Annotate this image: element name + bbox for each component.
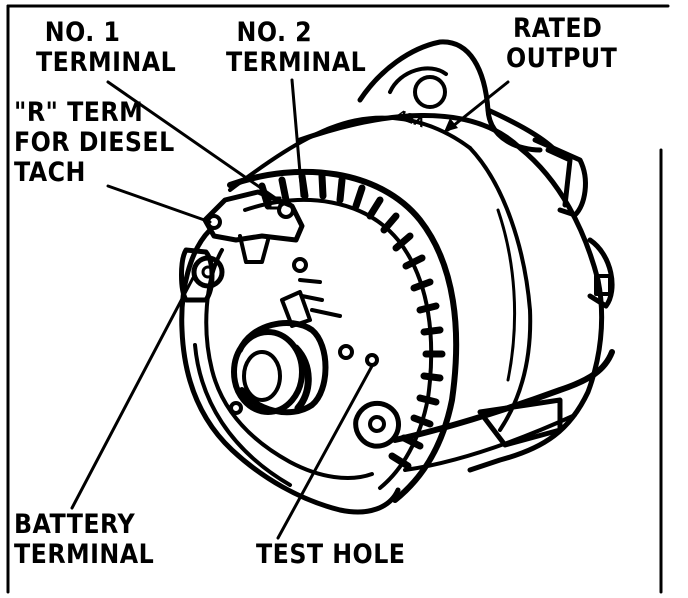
label-battery-line2: TERMINAL	[14, 539, 155, 570]
housing-seam-2	[496, 208, 517, 382]
lower-mount-boss	[353, 401, 401, 449]
terminal-block	[202, 189, 305, 243]
vent-slots	[258, 172, 446, 470]
housing-bottom-band	[392, 349, 615, 443]
label-no2-line1: NO. 2	[236, 17, 313, 48]
bearing-boss-inner	[242, 350, 282, 402]
label-no1-line2: TERMINAL	[36, 47, 177, 78]
frame-screw-3	[229, 401, 243, 415]
label-rated-output: RATED OUTPUT	[506, 14, 617, 74]
diode-marks	[298, 278, 342, 318]
rated-output-arrowhead	[444, 118, 458, 132]
boss-shading	[292, 344, 312, 412]
leader-lines	[70, 78, 510, 540]
housing-seam	[468, 146, 533, 432]
terminal-connector	[238, 234, 270, 264]
frame-screw-1	[292, 257, 308, 273]
housing-top-line	[228, 115, 472, 192]
label-no2-terminal: NO. 2 TERMINAL	[226, 18, 366, 78]
rating-stamp: 42A	[395, 108, 427, 132]
no1-terminal-stud	[277, 201, 295, 219]
ear-right-shade	[545, 147, 573, 208]
label-no1-line1: NO. 1	[44, 17, 121, 48]
bottom-foot	[477, 397, 563, 448]
end-frame-inner	[204, 248, 374, 480]
label-r-term-line1: "R" TERM	[14, 97, 144, 128]
mounting-ear-top	[357, 39, 543, 153]
frame-lug	[280, 290, 312, 328]
mounting-ear-right	[532, 137, 588, 218]
ear-bolt-hole	[413, 75, 447, 109]
label-test-hole: TEST HOLE	[256, 539, 406, 570]
stator-ring	[227, 168, 460, 503]
ear-inner	[388, 66, 448, 94]
label-rated-line2: OUTPUT	[506, 43, 618, 74]
battery-terminal-hole	[201, 265, 215, 279]
bearing-boss	[231, 329, 305, 415]
rear-housing	[297, 113, 605, 473]
label-battery-line1: BATTERY	[14, 509, 136, 540]
label-r-term-line3: TACH	[14, 157, 86, 188]
label-r-term: "R" TERM FOR DIESEL TACH	[14, 98, 175, 188]
lower-mount-hole	[368, 415, 386, 433]
test-hole	[365, 353, 379, 367]
label-no1-terminal: NO. 1 TERMINAL	[36, 18, 176, 78]
end-frame-edge	[193, 343, 292, 487]
frame-screw-2	[338, 344, 354, 360]
label-r-term-line2: FOR DIESEL	[14, 127, 175, 158]
battery-terminal-nut	[191, 255, 225, 289]
label-rated-line1: RATED	[513, 13, 603, 44]
bracket-tab	[594, 274, 612, 296]
label-battery-terminal: BATTERY TERMINAL	[14, 510, 154, 570]
label-no2-line2: TERMINAL	[226, 47, 367, 78]
